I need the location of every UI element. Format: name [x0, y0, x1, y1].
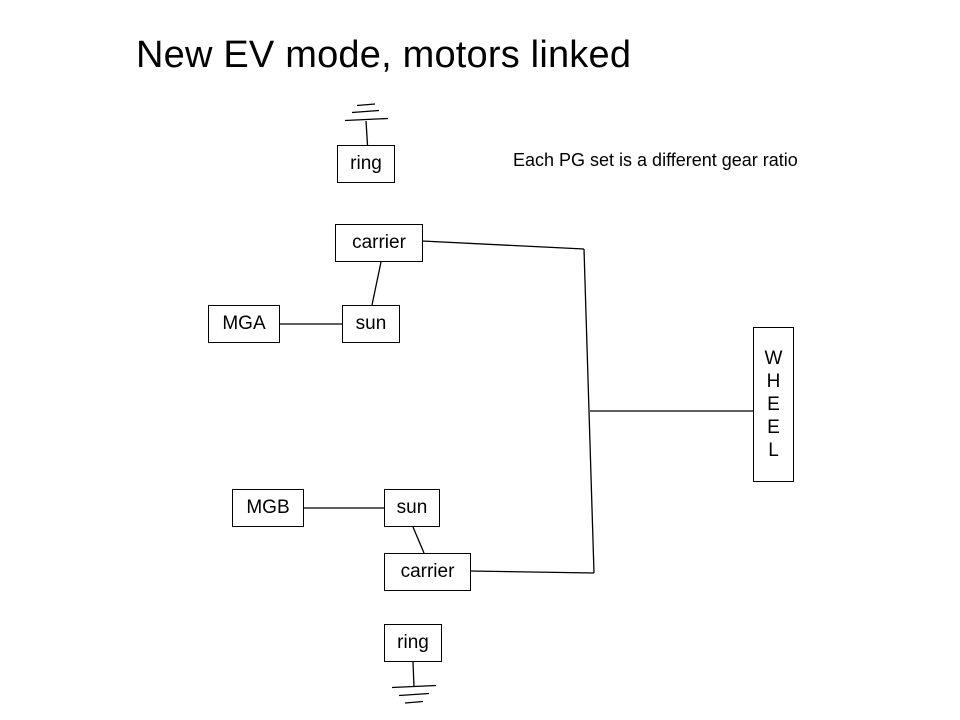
node-ring-bottom[interactable]: ring — [384, 624, 442, 662]
wheel-letter-4: E — [767, 417, 780, 439]
gear-ratio-note: Each PG set is a different gear ratio — [513, 150, 798, 170]
wire-carrier-top-to-sun-top — [371, 261, 382, 306]
node-ring-top[interactable]: ring — [337, 145, 395, 183]
wire-carrier-top-to-bus — [421, 240, 585, 250]
node-wheel[interactable]: W H E E L — [753, 327, 794, 482]
ground-symbol-bottom — [391, 661, 437, 704]
node-mga[interactable]: MGA — [208, 305, 280, 343]
node-mgb[interactable]: MGB — [232, 489, 304, 527]
wheel-letter-5: L — [768, 440, 779, 462]
wire-vertical-bus — [583, 248, 595, 574]
node-carrier-top[interactable]: carrier — [335, 224, 423, 262]
ground-symbol-top — [344, 103, 389, 146]
wire-sun-bottom-to-carrier-bottom — [412, 526, 425, 554]
node-carrier-bottom[interactable]: carrier — [384, 553, 471, 591]
node-sun-top[interactable]: sun — [342, 305, 400, 343]
node-sun-bottom[interactable]: sun — [384, 489, 440, 527]
wheel-letter-3: E — [767, 393, 780, 415]
wheel-letter-1: W — [764, 347, 783, 369]
wire-carrier-bottom-to-bus — [469, 570, 595, 574]
wheel-letter-2: H — [766, 370, 781, 392]
page-title: New EV mode, motors linked — [136, 34, 632, 76]
